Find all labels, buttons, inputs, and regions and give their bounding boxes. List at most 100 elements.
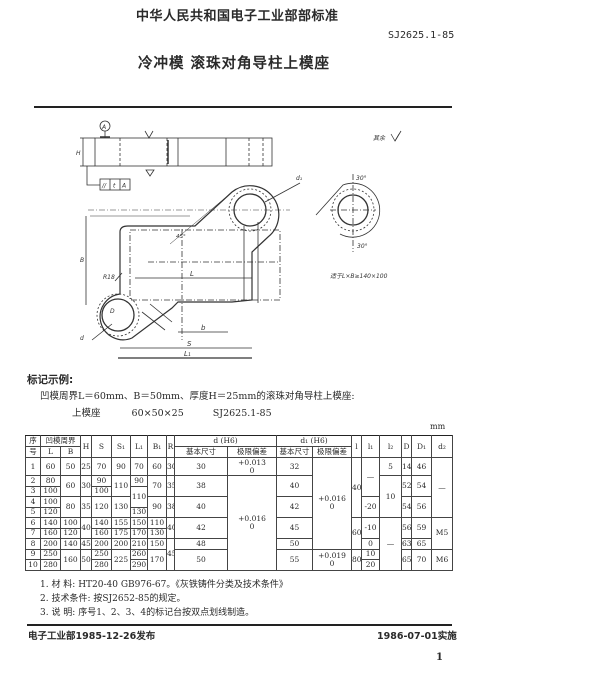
cell-R: 38 xyxy=(166,496,175,518)
header-divider xyxy=(34,106,452,108)
effective-date: 1986-07-01实施 xyxy=(377,631,457,642)
cell-d: 38 xyxy=(174,475,228,497)
cell-L: 160 xyxy=(40,527,61,539)
cell-S1: 155 xyxy=(111,517,131,529)
datum-label: A xyxy=(101,124,106,131)
cell-seq: 10 xyxy=(25,559,41,571)
cell-d1: 55 xyxy=(276,548,314,571)
technical-drawing: H A // t A B L S L₁ b R18 xyxy=(76,120,402,359)
cell-l1: 0 xyxy=(361,538,381,550)
guide-bore-lower xyxy=(101,298,135,332)
cell-B1: 70 xyxy=(147,475,167,497)
dim-S: S xyxy=(187,340,192,348)
dim-45deg: 45° xyxy=(176,234,186,240)
header-perimeter: 凹模周界 xyxy=(40,435,81,447)
cell-B1: 170 xyxy=(147,548,167,571)
cell-D: 65 xyxy=(401,548,413,571)
header-B: B xyxy=(60,446,81,458)
standard-code: SJ2625.1-85 xyxy=(388,30,455,41)
cell-l2: 10 xyxy=(379,475,403,518)
cell-D1: 59 xyxy=(411,517,433,539)
dim-B: B xyxy=(80,257,84,264)
note-technical-conditions: 2. 技术条件: 按SJ2652-85的规定。 xyxy=(40,594,186,604)
part-size: 60×50×25 xyxy=(131,408,184,419)
cell-D: 52 xyxy=(401,475,413,497)
dim-H: H xyxy=(76,150,81,157)
deviation-part: 0 xyxy=(249,521,255,531)
cell-seq: 5 xyxy=(25,506,41,518)
cell-S: 100 xyxy=(91,485,112,497)
plate-outline xyxy=(99,185,280,341)
cell-S: 120 xyxy=(91,496,112,518)
applicability-note: 适于L×B≥140×100 xyxy=(330,273,388,280)
cell-S1: 175 xyxy=(111,527,131,539)
svg-text:A: A xyxy=(121,183,126,190)
cell-l: 40 xyxy=(351,457,363,518)
cell-d: 50 xyxy=(174,548,228,571)
cell-l2: — xyxy=(379,517,403,571)
cell-d1: 50 xyxy=(276,538,314,550)
cell-B1: 60 xyxy=(147,457,167,476)
cell-B: 100 xyxy=(60,517,81,529)
header-seq: 序 xyxy=(25,435,41,447)
cell-H: 45 xyxy=(80,538,92,550)
cell-D: 63 xyxy=(401,538,413,550)
page-number: 1 xyxy=(436,652,443,663)
table-row: 1605025709070603030+0.013032+0.016040—51… xyxy=(25,457,454,550)
cell-H: 35 xyxy=(80,496,92,518)
cell-seq: 3 xyxy=(25,485,41,497)
header-l1: l₁ xyxy=(361,435,381,458)
cell-B1: 90 xyxy=(147,496,167,518)
cell-S: 70 xyxy=(91,457,112,476)
cell-H: 40 xyxy=(80,517,92,539)
cell-seq: 4 xyxy=(25,496,41,508)
header-H: H xyxy=(80,435,92,458)
cell-L1: 110 xyxy=(130,485,148,508)
deviation-part: 0 xyxy=(329,558,335,568)
cell-L: 100 xyxy=(40,485,61,497)
cell-S1: 225 xyxy=(111,548,131,571)
cell-L: 200 xyxy=(40,538,61,550)
cell-D1: 46 xyxy=(411,457,433,476)
svg-text://: // xyxy=(101,183,107,190)
cell-R: 45 xyxy=(166,538,175,571)
deviation-part: +0.019 xyxy=(318,550,346,560)
deviation-part: +0.016 xyxy=(238,513,266,523)
cell-B1: 110 xyxy=(147,517,167,529)
cell-seq: 1 xyxy=(25,457,41,476)
part-code: SJ2625.1-85 xyxy=(212,408,272,419)
cell-L1: 290 xyxy=(130,559,148,571)
angle-30-top: 30° xyxy=(356,175,367,182)
note-material: 1. 材 料: HT20-40 GB976-67。《灰铁铸件分类及技术条件》 xyxy=(40,580,288,590)
cell-l: 80 xyxy=(351,548,363,571)
cell-S: 90 xyxy=(91,475,112,487)
cell-L: 280 xyxy=(40,559,61,571)
cell-d2: M6 xyxy=(431,548,454,571)
cell-d: 42 xyxy=(174,517,228,539)
cell-R: 40 xyxy=(166,517,175,539)
cell-L1: 170 xyxy=(130,527,148,539)
marking-example-designation: 上模座 60×50×25 SJ2625.1-85 xyxy=(72,405,272,419)
cell-S: 140 xyxy=(91,517,112,529)
cell-seq: 9 xyxy=(25,548,41,560)
deviation-part: 0 xyxy=(249,465,255,475)
cell-R: 35 xyxy=(166,475,175,497)
cell-B1: 130 xyxy=(147,527,167,539)
cell-B: 140 xyxy=(60,538,81,550)
header-D: D xyxy=(401,435,413,458)
deviation-part: 0 xyxy=(329,502,335,512)
cell-D: 56 xyxy=(401,517,413,539)
header-d1-deviation: 极限偏差 xyxy=(312,446,353,458)
cell-D: 54 xyxy=(401,496,413,518)
deviation-part: +0.013 xyxy=(238,457,266,467)
cell-L1: 150 xyxy=(130,517,148,529)
cell-S1: 130 xyxy=(111,496,131,518)
issue-date: 电子工业部1985-12-26发布 xyxy=(28,631,156,642)
